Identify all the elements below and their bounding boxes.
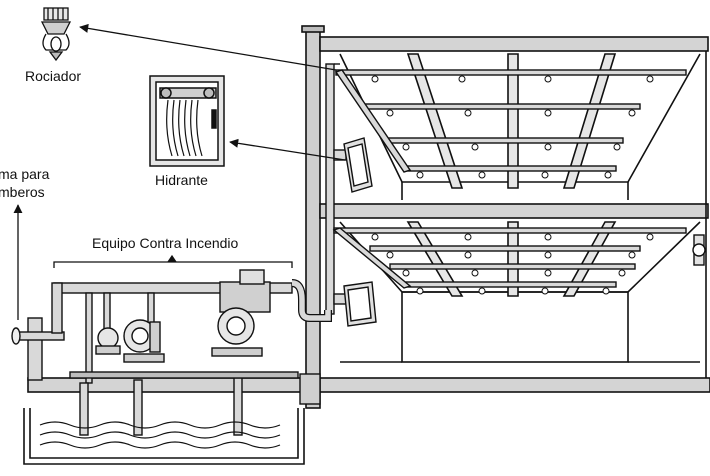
fire-department-connection (11, 317, 65, 381)
label-equipo-contra-incendio: Equipo Contra Incendio (92, 235, 239, 251)
equipment-bracket (53, 254, 293, 268)
sprinkler-head-icon (40, 7, 72, 62)
lower-beams (406, 221, 617, 297)
callout-arrows (13, 23, 346, 320)
middle-floor-slab (319, 203, 709, 219)
wall-cap (301, 25, 325, 33)
arrow-to-hidrante (229, 138, 346, 161)
arrow-to-rociador (79, 23, 337, 71)
hose-cabinet-icon (149, 75, 225, 167)
pump-system (51, 269, 332, 436)
label-toma-line1: ma para (0, 166, 50, 182)
roof-slab (319, 36, 709, 52)
ground-floor-left (27, 377, 309, 393)
label-toma-line2: mberos (0, 184, 45, 200)
wall-hose-cabinet-upper (333, 137, 373, 193)
upper-beams (406, 53, 617, 189)
sprinkler-heads (371, 75, 654, 295)
ground-floor-slab (319, 377, 710, 393)
water-tank (23, 408, 305, 465)
building-left-wall (305, 29, 321, 409)
label-hidrante: Hidrante (155, 172, 208, 188)
main-riser-pipe (325, 63, 335, 315)
building (27, 25, 710, 409)
label-rociador: Rociador (25, 68, 82, 84)
sprinkler-piping (325, 63, 706, 315)
pump-icon (95, 327, 121, 355)
wall-hose-cabinet-lower (333, 281, 377, 327)
pump-icon (211, 269, 271, 357)
riser-base (299, 373, 321, 405)
pump-icon (123, 319, 165, 363)
